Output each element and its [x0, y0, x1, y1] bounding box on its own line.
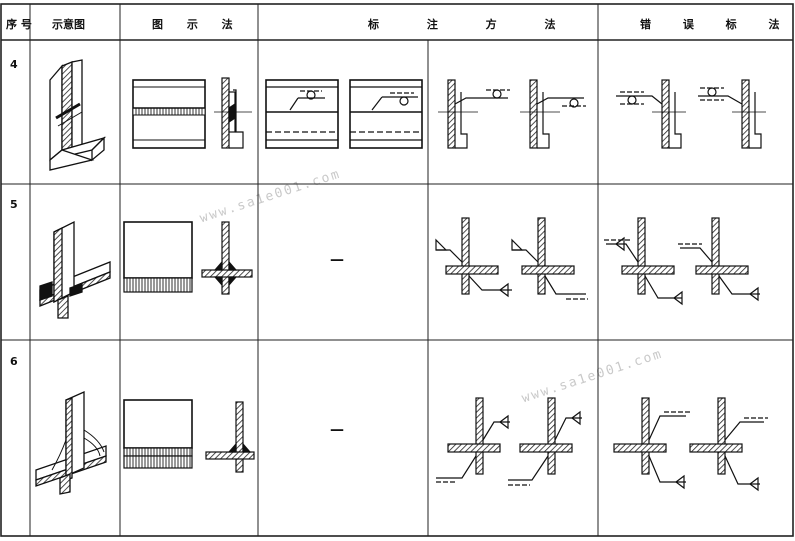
table-grid — [0, 3, 794, 537]
row5-wrong — [604, 217, 760, 306]
row5-annotation — [435, 217, 588, 300]
row4-drawing-front — [132, 79, 206, 149]
header-annotation: 标 注 方 法 — [368, 18, 578, 31]
empty-cell-dash-row6: — — [330, 422, 344, 438]
empty-cell-dash-row5: — — [330, 252, 344, 268]
row5-schematic — [39, 220, 111, 319]
row6-annotation — [436, 397, 582, 486]
header-wrong: 错 误 标 法 — [640, 18, 794, 31]
row4-annotation-front — [265, 79, 423, 149]
row4-drawing-section — [214, 77, 252, 149]
row6-drawing-section — [205, 401, 255, 473]
row5-drawing-section — [201, 221, 253, 295]
row6-wrong — [613, 397, 768, 492]
row6-drawing-front — [123, 399, 193, 469]
row5-drawing-front — [123, 221, 193, 293]
row-number-5: 5 — [10, 198, 18, 211]
row4-annotation-sections — [438, 79, 586, 149]
row4-schematic — [49, 59, 107, 171]
row6-schematic — [35, 390, 107, 495]
header-seq: 序 号 — [6, 18, 32, 31]
header-drawing: 图 示 法 — [152, 18, 243, 31]
header-diagram: 示意图 — [52, 18, 85, 31]
row-number-4: 4 — [10, 58, 18, 71]
row4-wrong — [616, 79, 766, 149]
row-number-6: 6 — [10, 355, 18, 368]
